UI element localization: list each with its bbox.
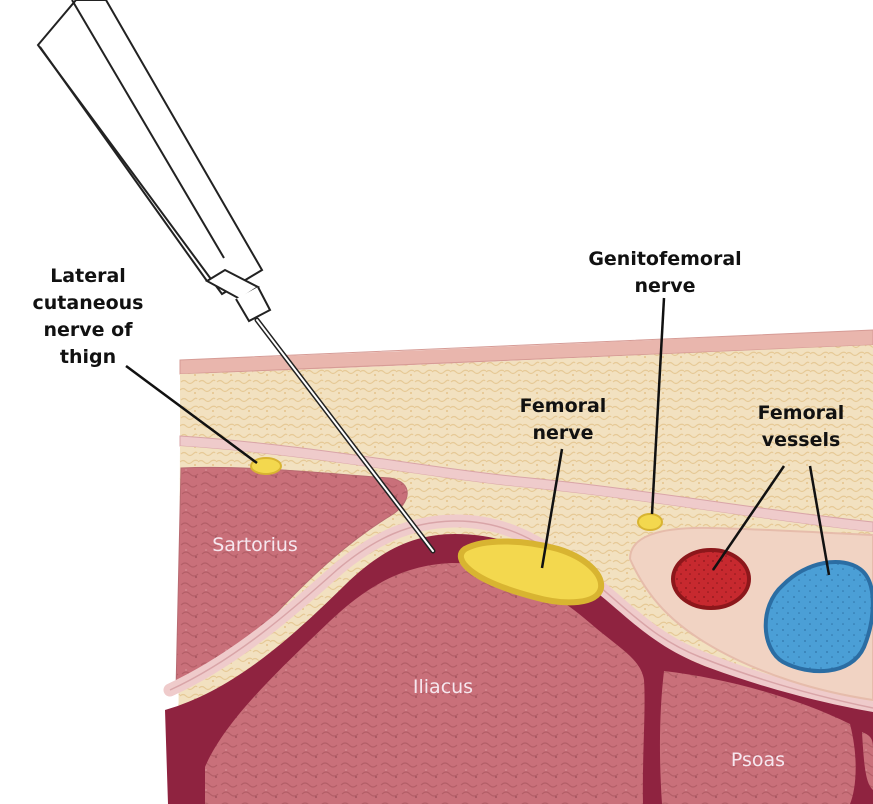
psoas-label: Psoas bbox=[731, 749, 785, 771]
genitofemoral-label-line-1: Genitofemoral bbox=[588, 248, 741, 270]
lateral-cutaneous-label-line-3: nerve of bbox=[44, 319, 134, 341]
femoral-vessels-label-line-1: Femoral bbox=[758, 402, 845, 424]
femoral-nerve-label-line-2: nerve bbox=[532, 422, 593, 444]
femoral-artery bbox=[673, 550, 749, 608]
lateral-cutaneous-label: Lateral cutaneous nerve of thign bbox=[33, 265, 144, 368]
iliacus-label: Iliacus bbox=[413, 676, 473, 698]
genitofemoral-nerve bbox=[638, 514, 662, 530]
sartorius-label: Sartorius bbox=[212, 534, 298, 556]
femoral-vessels-label-line-2: vessels bbox=[762, 429, 841, 451]
genitofemoral-label: Genitofemoral nerve bbox=[588, 248, 741, 297]
lateral-cutaneous-label-line-2: cutaneous bbox=[33, 292, 144, 314]
lateral-cutaneous-label-line-4: thign bbox=[60, 346, 116, 368]
genitofemoral-label-line-2: nerve bbox=[634, 275, 695, 297]
lateral-cutaneous-label-line-1: Lateral bbox=[50, 265, 126, 287]
femoral-nerve-label-line-1: Femoral bbox=[520, 395, 607, 417]
